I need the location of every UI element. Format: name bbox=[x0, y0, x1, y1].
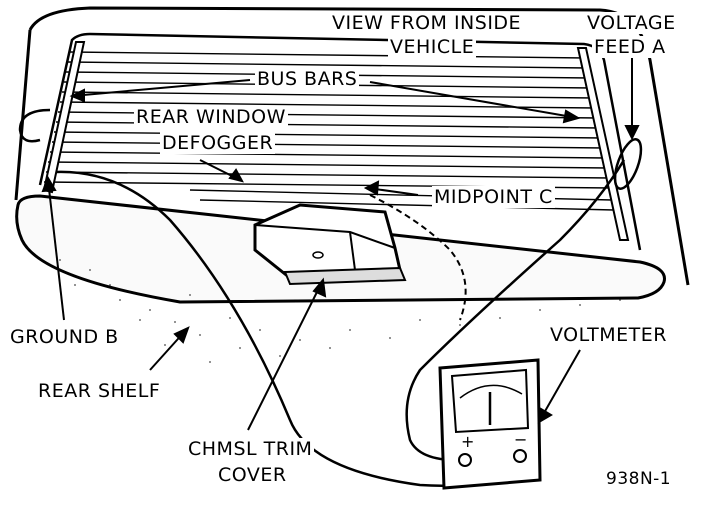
meter-terminal-positive bbox=[458, 453, 472, 467]
bus-bar-left bbox=[42, 41, 86, 194]
shelf-shading bbox=[59, 259, 621, 363]
bus-bars-leader-right bbox=[369, 81, 579, 119]
label-bus-bars: BUS BARS bbox=[255, 68, 360, 90]
meter-negative-sign: − bbox=[514, 430, 527, 449]
chmsl-leader bbox=[247, 281, 323, 431]
voltmeter-leader bbox=[539, 349, 581, 421]
label-chmsl-line2: COVER bbox=[216, 464, 289, 486]
voltage-feed-clamp bbox=[613, 138, 643, 190]
label-chmsl-line1: CHMSL TRIM bbox=[186, 438, 315, 460]
label-midpoint: MIDPOINT C bbox=[432, 186, 555, 208]
voltmeter: + − bbox=[438, 358, 542, 490]
label-view-from-inside-line1: VIEW FROM INSIDE bbox=[330, 12, 524, 34]
label-voltmeter: VOLTMETER bbox=[548, 324, 669, 346]
midpoint-probe-path bbox=[369, 194, 467, 321]
figure-number: 938N-1 bbox=[606, 469, 672, 489]
bus-bar-right bbox=[576, 47, 630, 241]
label-rear-window-defogger-line2: DEFOGGER bbox=[160, 132, 276, 154]
label-rear-shelf: REAR SHELF bbox=[36, 380, 163, 402]
ground-leader bbox=[47, 179, 65, 321]
test-lead-feed bbox=[405, 159, 626, 462]
bus-bars-leader-left bbox=[71, 79, 251, 97]
label-rear-window-defogger-line1: REAR WINDOW bbox=[134, 106, 288, 128]
defogger-grid-lines bbox=[43, 51, 615, 211]
chmsl-trim-cover bbox=[253, 203, 407, 286]
label-voltage-feed-line1: VOLTAGE bbox=[585, 12, 678, 34]
label-view-from-inside-line2: VEHICLE bbox=[388, 36, 477, 58]
meter-terminal-negative bbox=[513, 449, 527, 463]
label-ground: GROUND B bbox=[8, 326, 121, 348]
meter-positive-sign: + bbox=[461, 432, 474, 451]
label-voltage-feed-line2: FEED A bbox=[592, 36, 668, 58]
